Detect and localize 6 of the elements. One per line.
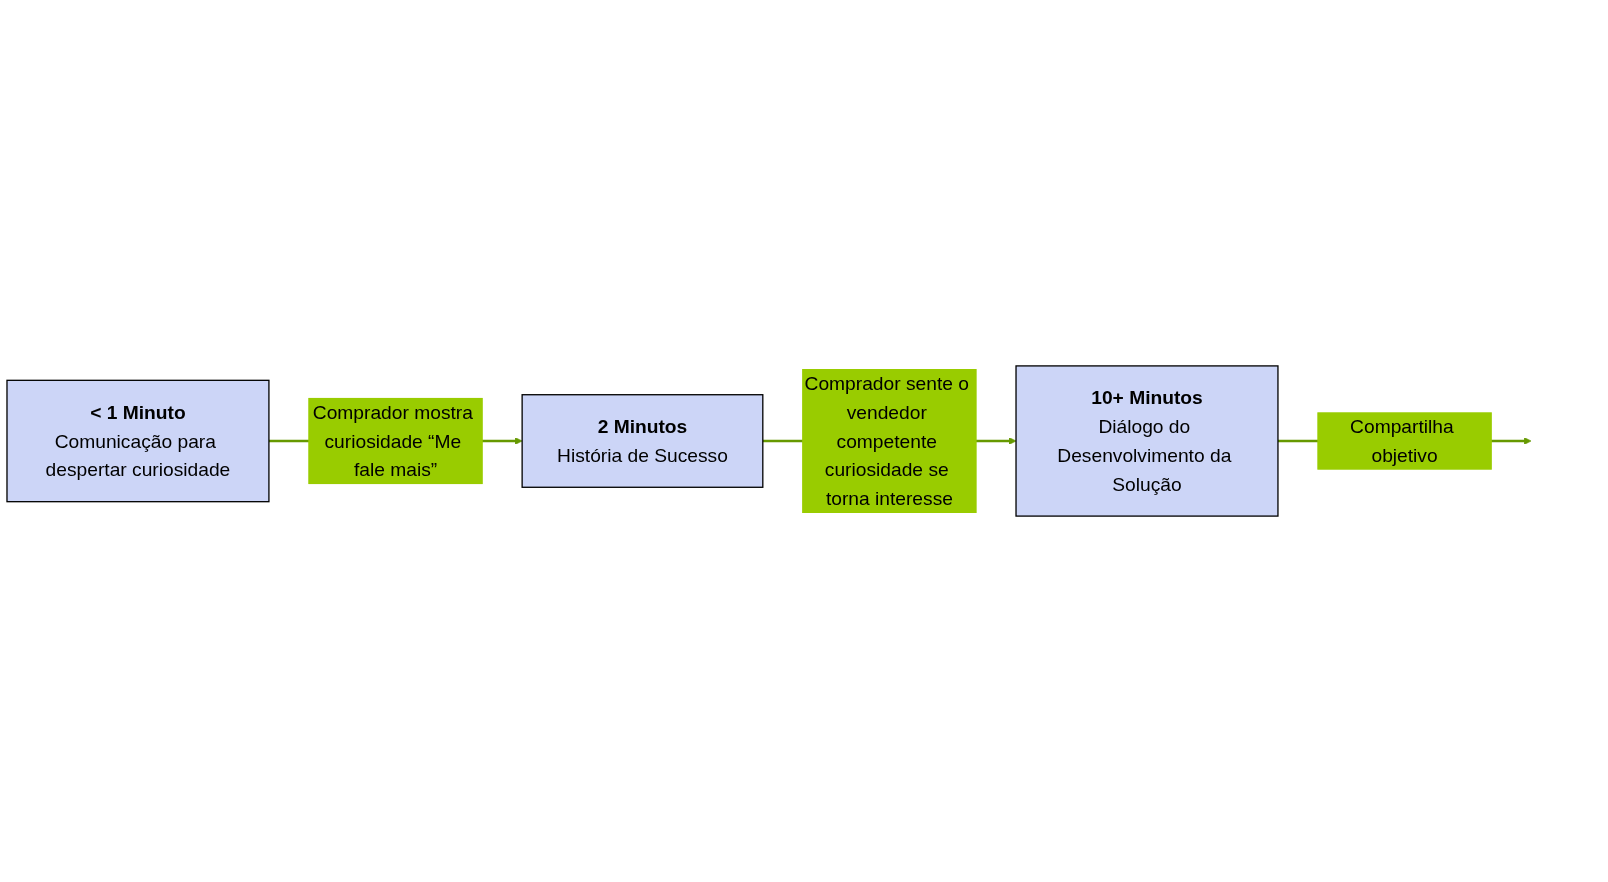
edge-label: Compartilha objetivo xyxy=(1350,415,1454,467)
edge-label: Comprador sente o vendedor competente curiosidade se torna interesse xyxy=(804,372,969,510)
edge-label: Comprador mostra curiosidade “Me fale mais” xyxy=(312,401,473,481)
node-box: 2 Minutos História de Sucesso xyxy=(521,394,764,488)
node-box: < 1 Minuto Comunicação para despertar curiosidade xyxy=(6,379,270,503)
node-box: 10+ Minutos Diálogo do Desenvolvimento da Solução xyxy=(1015,365,1279,517)
